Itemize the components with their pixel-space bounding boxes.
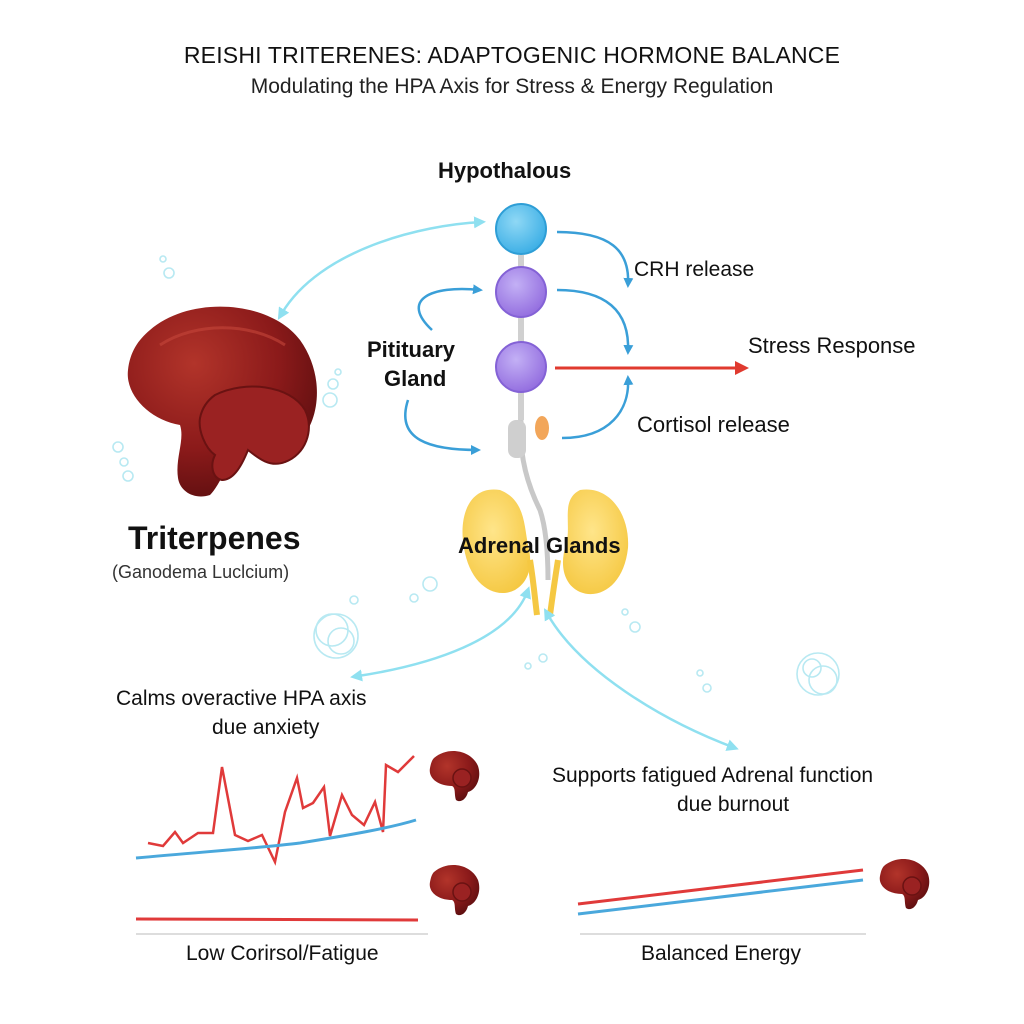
node-pituitary [495, 266, 547, 318]
node-pituitary-lower [495, 341, 547, 393]
reishi-small-icon-2 [429, 865, 480, 916]
reishi-mushroom-icon [127, 306, 317, 497]
node-hypothalamus [495, 203, 547, 255]
chart-right-blue-line [577, 878, 864, 916]
reishi-small-icon-3 [879, 859, 930, 910]
supports-effect-line1: Supports fatigued Adrenal function [552, 764, 874, 787]
calms-effect-line1: Calms overactive HPA axis [116, 687, 367, 710]
flow-arrows-right [556, 230, 634, 440]
chart-left-caption: Low Corirsol/Fatigue [186, 942, 379, 965]
hypothalamus-label: Hypothalous [438, 158, 572, 183]
page-title: REISHI TRITERENES: ADAPTOGENIC HORMONE B… [183, 42, 841, 68]
chart-right-red-line [577, 868, 864, 906]
triterpenes-label: Triterpenes [128, 520, 301, 556]
adrenal-glands-label: Adrenal Glands [458, 533, 621, 558]
calms-effect-line2: due anxiety [212, 716, 320, 739]
supports-effect-line2: due burnout [677, 793, 790, 816]
crh-release-label: CRH release [634, 258, 755, 281]
species-label: (Ganodema Luclcium) [112, 562, 290, 582]
page-subtitle: Modulating the HPA Axis for Stress & Ene… [250, 75, 774, 98]
reishi-connector-arrows [277, 216, 739, 751]
chart-left-red-line [147, 755, 415, 866]
cortisol-release-label: Cortisol release [637, 412, 790, 437]
reishi-small-icon-1 [429, 751, 480, 802]
adrenal-gland-icon [462, 489, 629, 616]
pituitary-label-line2: Gland [384, 366, 447, 391]
chart-balanced-energy [577, 868, 866, 935]
chart-right-caption: Balanced Energy [641, 942, 801, 965]
stress-response-label: Stress Response [748, 333, 916, 358]
chart-low-cortisol [135, 755, 428, 935]
chart-left-blue-line [135, 818, 417, 860]
pituitary-label-line1: Pitituary [367, 337, 456, 362]
chart-left-flat-red-line [135, 917, 419, 922]
